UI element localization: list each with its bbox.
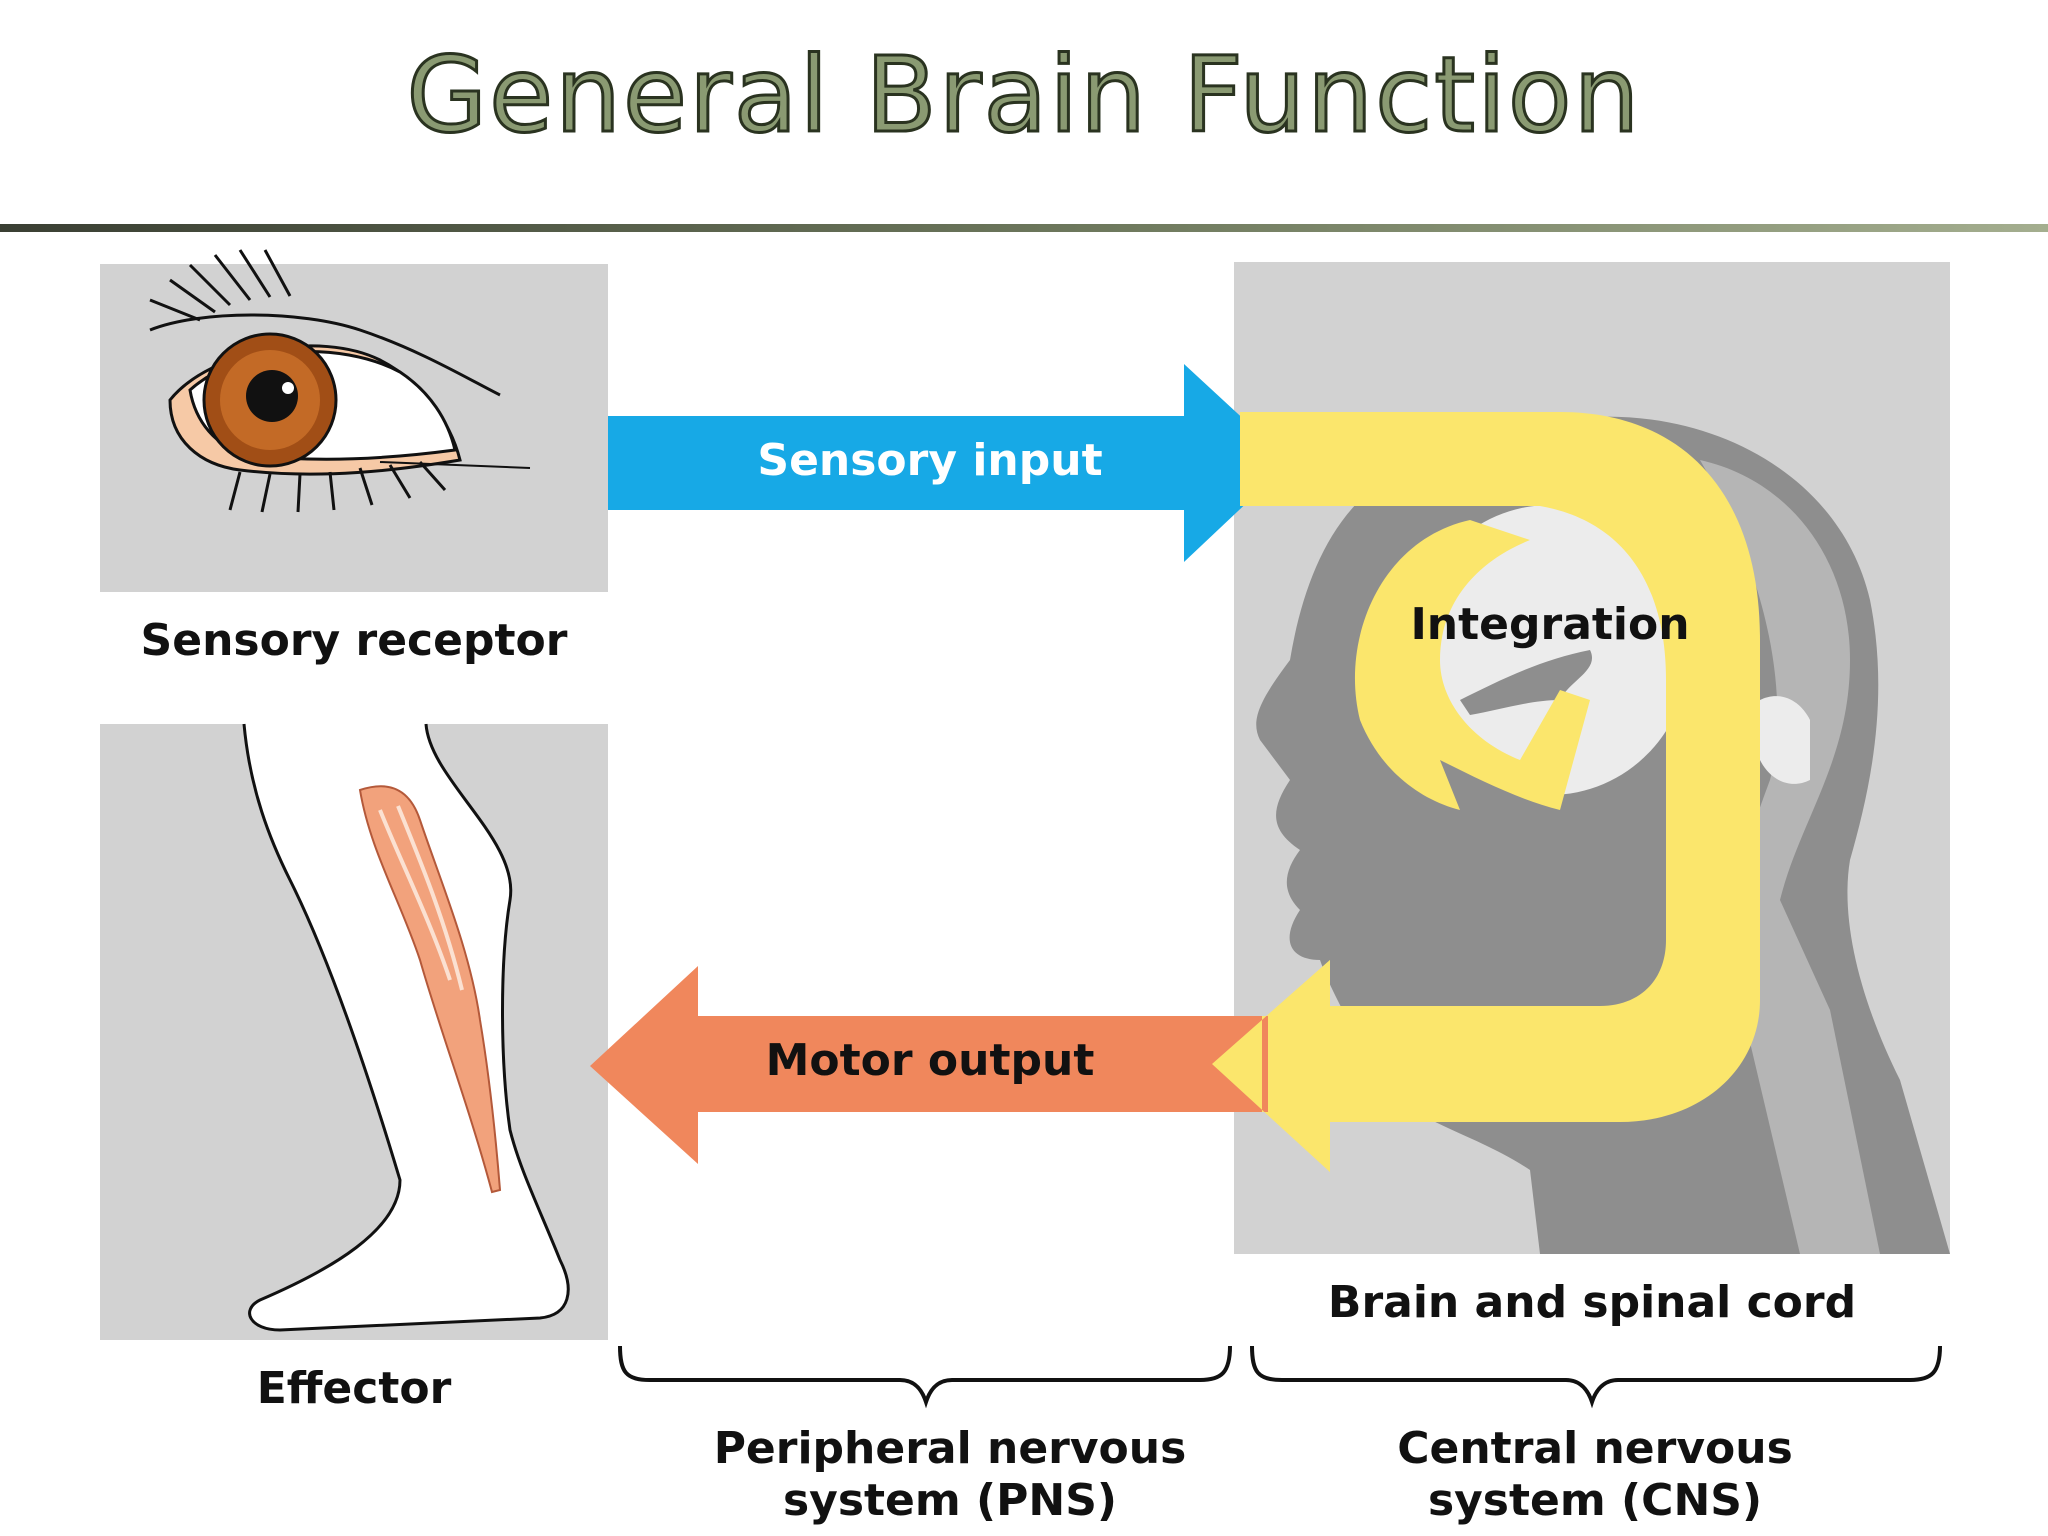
pns-label-line1: Peripheral nervous xyxy=(713,1423,1187,1474)
pns-brace xyxy=(618,1345,1232,1409)
motor-output-arrow xyxy=(590,966,1268,1164)
head-silhouette-icon xyxy=(1256,416,1950,1254)
page-title: General Brain Function xyxy=(405,34,1642,156)
integration-label: Integration xyxy=(1410,599,1690,650)
pns-label-line2: system (PNS) xyxy=(782,1475,1118,1526)
brain-spinal-cord-label: Brain and spinal cord xyxy=(1327,1277,1857,1328)
cns-label-line2: system (CNS) xyxy=(1427,1475,1763,1526)
eye-icon xyxy=(149,249,531,513)
title-divider xyxy=(0,224,2048,232)
sensory-input-label: Sensory input xyxy=(757,435,1103,486)
sensory-input-arrow xyxy=(608,364,1290,562)
effector-label: Effector xyxy=(256,1363,452,1414)
sensory-receptor-label: Sensory receptor xyxy=(140,615,568,666)
leg-muscle-icon xyxy=(242,723,570,1332)
cns-label-line1: Central nervous xyxy=(1397,1423,1793,1474)
motor-output-label: Motor output xyxy=(765,1035,1095,1086)
cns-brace xyxy=(1250,1345,1942,1409)
